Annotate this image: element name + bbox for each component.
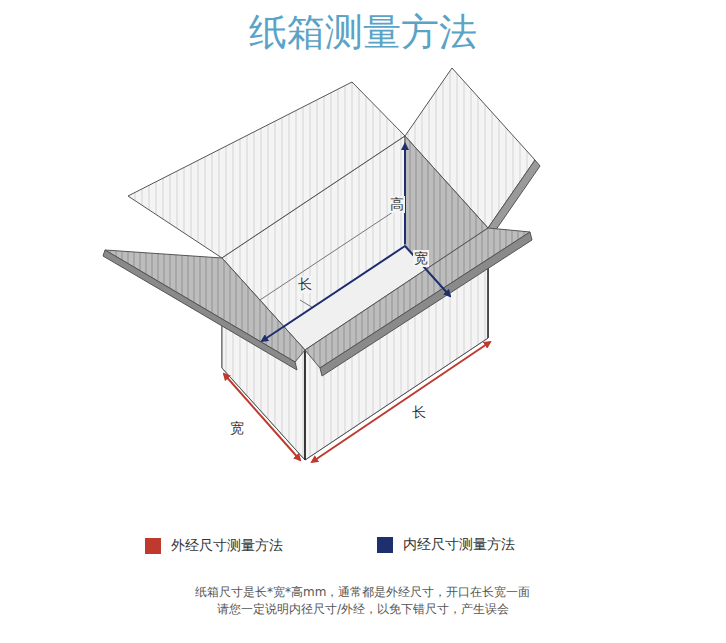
- title: 纸箱测量方法: [249, 10, 477, 56]
- dimension-label: 宽: [413, 250, 429, 267]
- legend-swatch: [145, 538, 161, 554]
- legend-swatch: [377, 537, 393, 553]
- dimension-label: 长: [412, 404, 426, 421]
- legend-text: 内经尺寸测量方法: [403, 536, 515, 553]
- dimension-label: 长: [297, 276, 313, 293]
- note-line: 请您一定说明内径尺寸/外经，以免下错尺寸，产生误会: [217, 602, 509, 616]
- dimension-label: 高: [389, 196, 405, 213]
- dimension-label: 宽: [230, 420, 244, 437]
- note-line: 纸箱尺寸是长*宽*高mm，通常都是外经尺寸，开口在长宽一面: [195, 585, 530, 599]
- legend-text: 外经尺寸测量方法: [171, 537, 283, 554]
